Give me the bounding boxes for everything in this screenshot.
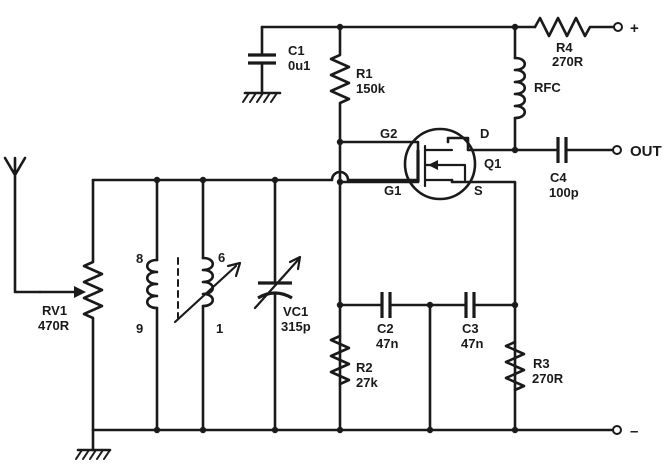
rfc-ref: RFC [534,80,561,95]
drain-wire [446,136,560,152]
minus-label: – [630,423,638,440]
r2-value: 27k [356,375,378,390]
r1-ref: R1 [356,66,373,81]
c1-value: 0u1 [288,58,310,73]
coil-pin-8: 8 [136,251,143,266]
r3-resistor [504,340,526,392]
rv1-potentiometer [82,178,104,432]
r1-value: 150k [356,81,386,96]
junction-b-c2c3 [426,426,434,434]
q1-ref: Q1 [484,156,501,171]
q1-body [403,127,477,201]
ground-symbol-bottom [75,448,112,460]
vc1-adjust-arrow [253,255,302,310]
r1-resistor [329,25,351,144]
r4-value: 270R [552,54,584,69]
junction-b-coil8 [153,426,161,434]
junction-b-coil1 [199,426,207,434]
junction-g1 [336,178,344,186]
ground-symbol-c1 [242,91,282,103]
coil-pin-6: 6 [218,250,225,265]
coil-pin-1: 1 [216,321,223,336]
r3-ref: R3 [533,356,550,371]
c4-value: 100p [549,185,579,200]
q1-channel [423,144,467,188]
c3-value: 47n [461,336,483,351]
coil-primary [145,258,159,310]
q1-pin-g2: G2 [380,126,397,141]
junction-c3-right [511,301,519,309]
r3-value: 270R [532,371,564,386]
r4-resistor [533,16,617,38]
junction-b-r3 [511,426,519,434]
junction-b-r2 [336,426,344,434]
c1-ref: C1 [288,43,305,58]
c2-ref: C2 [377,321,394,336]
out-terminal [612,145,622,155]
rfc-inductor [513,56,527,120]
c4-ref: C4 [550,170,567,185]
rv1-wiper-arrow [74,286,86,298]
r2-resistor [329,334,351,386]
c2-value: 47n [376,336,398,351]
q1-pin-d: D [480,126,489,141]
plus-terminal [613,22,623,32]
vc1-ref: VC1 [283,304,308,319]
rv1-ref: RV1 [42,303,67,318]
coil-pin-9: 9 [136,321,143,336]
q1-arrow [428,160,438,170]
antenna-icon [3,156,42,294]
q1-pin-g1: G1 [384,183,401,198]
plus-label: + [630,20,639,37]
r2-ref: R2 [356,360,373,375]
tuned-rail-wire [91,170,420,182]
g2-wire [338,140,420,152]
minus-terminal [612,425,622,435]
q1-pin-s: S [474,183,483,198]
coil-secondary [201,256,215,308]
rv1-value: 470R [38,318,70,333]
c3-ref: C3 [462,321,479,336]
out-label: OUT [630,143,662,160]
vc1-value: 315p [281,319,311,334]
r4-ref: R4 [556,40,573,55]
coil-adjust-arrow [173,261,242,324]
junction-b-vc1 [271,426,279,434]
